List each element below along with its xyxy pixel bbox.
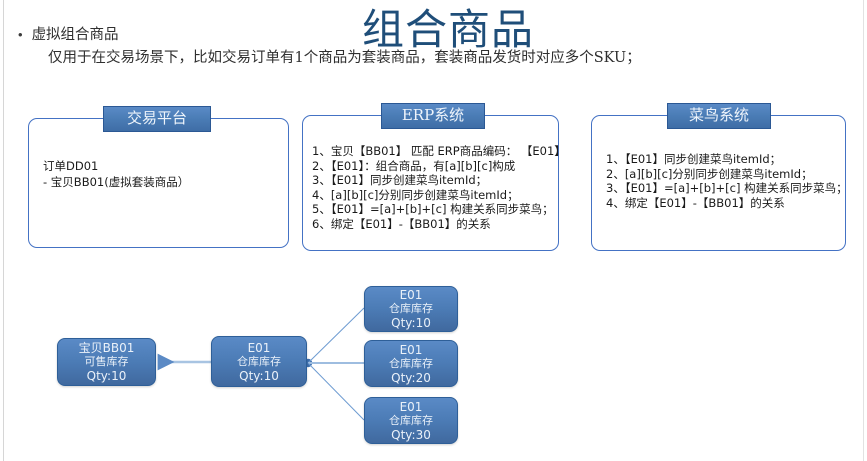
connector-hub-to-e01-3	[307, 362, 365, 421]
panel-erp-line-1: 1、宝贝【BB01】 匹配 ERP商品编码： 【E01】	[312, 144, 566, 158]
node-e01-center-title: E01	[247, 340, 271, 355]
node-bb01-title: 宝贝BB01	[78, 341, 135, 355]
node-e01-center-qty: Qty:10	[239, 368, 279, 383]
panel-cainiao-system-tab: 菜鸟系统	[667, 103, 771, 129]
bullet-point-icon: •	[18, 27, 23, 42]
node-e01-warehouse-3[interactable]: E01 仓库库存 Qty:30	[364, 397, 458, 444]
panel-cainiao-line-1: 1、【E01】同步创建菜鸟itemId；	[606, 152, 782, 166]
panel-erp-line-4: 4、[a][b][c]分别同步创建菜鸟itemId；	[312, 187, 519, 202]
node-e01-warehouse-2[interactable]: E01 仓库库存 Qty:20	[364, 340, 458, 387]
bullet-heading-text: 虚拟组合商品	[31, 27, 119, 43]
panel-cainiao-system-body: 1、【E01】同步创建菜鸟itemId； 2、[a][b][c]分别同步创建菜鸟…	[606, 152, 848, 210]
node-bb01-qty: Qty:10	[86, 369, 127, 383]
node-bb01-sellable-stock[interactable]: 宝贝BB01 可售库存 Qty:10	[57, 338, 156, 386]
panel-trade-platform-body: 订单DD01 - 宝贝BB01(虚拟套装商品）	[43, 159, 189, 190]
panel-erp-system: ERP系统 1、宝贝【BB01】 匹配 ERP商品编码： 【E01】 2、【E0…	[302, 103, 566, 251]
node-e01-warehouse-1-title: E01	[399, 288, 423, 302]
page-border-left	[3, 0, 4, 461]
panel-cainiao-line-2: 2、[a][b][c]分别同步创建菜鸟itemId；	[606, 166, 813, 181]
node-e01-warehouse-2-qty: Qty:20	[391, 370, 431, 385]
panel-cainiao-system: 菜鸟系统 1、【E01】同步创建菜鸟itemId； 2、[a][b][c]分别同…	[591, 103, 848, 251]
panel-erp-line-3: 3、【E01】同步创建菜鸟itemId；	[312, 173, 488, 188]
panel-trade-platform-tab: 交易平台	[103, 106, 211, 132]
node-e01-center-type: 仓库库存	[237, 354, 281, 368]
panel-cainiao-line-4: 4、绑定【E01】-【BB01】的关系	[606, 195, 785, 210]
node-e01-warehouse-2-title: E01	[399, 342, 423, 357]
node-e01-warehouse-2-type: 仓库库存	[389, 356, 433, 370]
node-e01-warehouse-3-type: 仓库库存	[389, 413, 433, 427]
panel-erp-system-tab: ERP系统	[381, 103, 485, 129]
subtitle-text: 仅用于在交易场景下，比如交易订单有1个商品为套装商品，套装商品发货时对应多个SK…	[48, 50, 641, 66]
panel-erp-system-body: 1、宝贝【BB01】 匹配 ERP商品编码： 【E01】 2、【E01】：组合商…	[312, 144, 566, 232]
node-e01-warehouse-3-qty: Qty:30	[391, 427, 431, 442]
node-e01-warehouse-1[interactable]: E01 仓库库存 Qty:10	[364, 286, 458, 332]
page-title: 组合商品	[362, 5, 535, 54]
connector-hub-to-e01-1	[307, 307, 365, 364]
page-border-right	[863, 0, 864, 461]
panel-trade-line-1: 订单DD01	[43, 159, 99, 173]
node-e01-warehouse-1-qty: Qty:10	[391, 316, 431, 330]
node-bb01-type: 可售库存	[84, 355, 129, 368]
node-e01-center-stock[interactable]: E01 仓库库存 Qty:10	[211, 336, 307, 387]
panel-erp-line-2: 2、【E01】：组合商品，有[a][b][c]构成	[312, 158, 516, 173]
panel-erp-line-6: 6、绑定【E01】-【BB01】的关系	[312, 216, 491, 231]
panel-cainiao-line-3: 3、【E01】=[a]+[b]+[c] 构建关系同步菜鸟；	[606, 181, 848, 196]
node-e01-warehouse-3-title: E01	[399, 399, 423, 414]
panel-trade-line-2: - 宝贝BB01(虚拟套装商品）	[43, 174, 190, 189]
bullet-heading: • 虚拟组合商品	[18, 26, 119, 44]
panel-erp-line-5: 5、【E01】=[a]+[b]+[c] 构建关系同步菜鸟；	[312, 202, 554, 217]
node-e01-warehouse-1-type: 仓库库存	[389, 302, 433, 315]
panel-trade-platform: 交易平台 订单DD01 - 宝贝BB01(虚拟套装商品）	[28, 106, 289, 248]
